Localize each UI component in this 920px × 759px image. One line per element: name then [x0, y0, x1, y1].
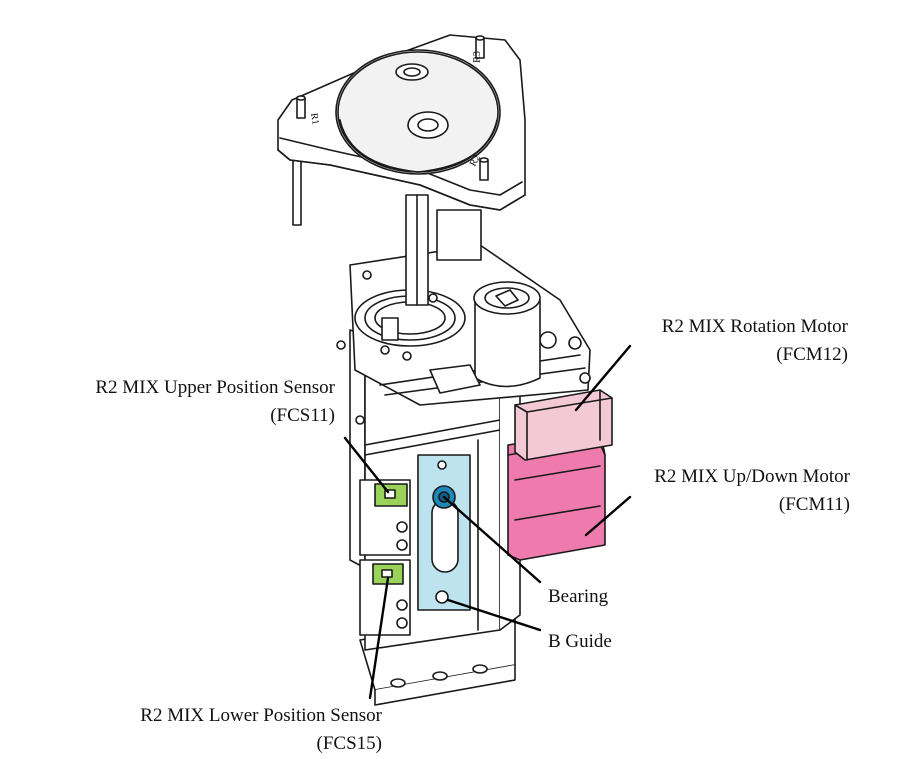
plate-mark-2: R3	[471, 51, 483, 63]
lower-sensor-label: R2 MIX Lower Position Sensor (FCS15)	[140, 705, 382, 755]
b-guide-label: B Guide	[548, 631, 612, 652]
leader-lower-sensor	[368, 576, 390, 700]
b-guide	[417, 454, 471, 611]
leader-b-guide	[446, 598, 542, 632]
upper-sensor-code: (FCS11)	[270, 405, 335, 426]
rotation-motor-name: R2 MIX Rotation Motor	[661, 316, 848, 337]
lower-sensor-name: R2 MIX Lower Position Sensor	[140, 705, 382, 726]
top-disc	[335, 49, 501, 175]
upper-position-sensor	[359, 479, 411, 556]
rotation-motor-label: R2 MIX Rotation Motor (FCM12)	[662, 316, 848, 366]
leader-bearing	[442, 495, 542, 584]
lower-sensor-code: (FCS15)	[316, 733, 382, 754]
upper-sensor-name: R2 MIX Upper Position Sensor	[95, 377, 335, 398]
cup-holder	[429, 281, 541, 394]
updown-motor-name: R2 MIX Up/Down Motor	[654, 466, 850, 487]
rotation-motor	[514, 389, 613, 461]
rotation-motor-code: (FCM12)	[776, 344, 848, 365]
updown-motor-code: (FCM11)	[778, 494, 850, 515]
leader-updown-motor	[584, 495, 632, 537]
upper-sensor-label: R2 MIX Upper Position Sensor (FCS11)	[95, 377, 335, 427]
bearing-label: Bearing	[548, 586, 609, 607]
top-plate	[277, 34, 526, 211]
leader-lines	[343, 344, 632, 700]
mixer-shaft	[292, 149, 482, 306]
leader-upper-sensor	[343, 436, 390, 494]
leader-rotation-motor	[574, 344, 632, 412]
updown-motor-label: R2 MIX Up/Down Motor (FCM11)	[654, 466, 850, 516]
